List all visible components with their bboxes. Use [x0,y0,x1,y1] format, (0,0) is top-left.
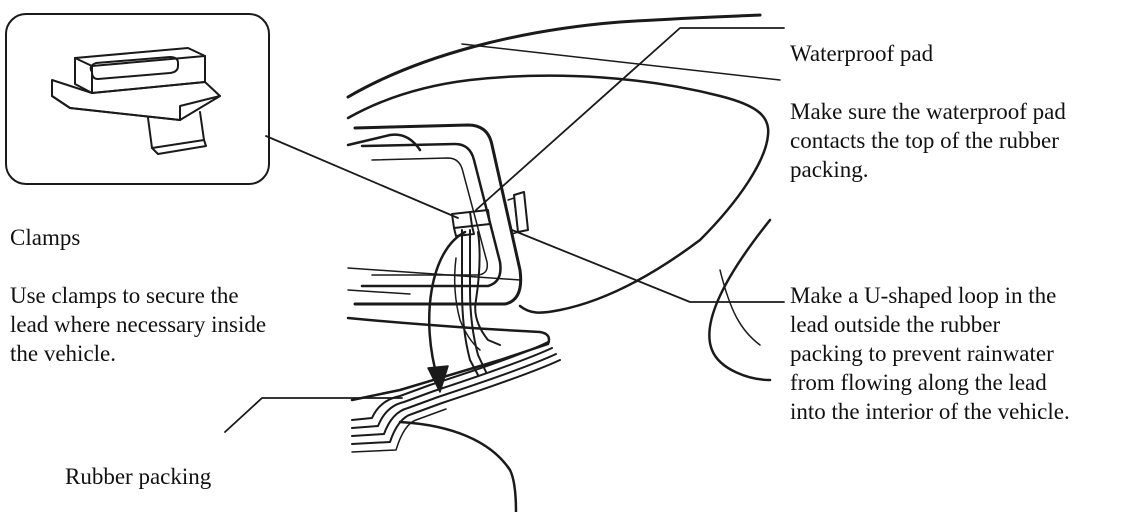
leader-lines [224,27,785,433]
rubber-packing-text: Rubber packing [65,464,212,489]
vehicle-body [346,13,781,512]
clamps-text: Use clamps to secure the lead where nece… [10,283,267,366]
lead-cable [453,229,501,376]
rubber-packing-strip [351,341,561,453]
waterproof-pad-title: Waterproof pad [790,41,934,66]
leader-clamps [265,135,459,219]
clamp-inset [5,13,270,185]
clamp-on-pillar [451,209,491,237]
leader-u-loop [511,229,785,303]
rubber-packing-callout: Rubber packing [65,433,325,520]
u-loop-callout: Make a U-shaped loop in the lead outside… [790,252,1135,455]
clamps-callout: Clamps Use clamps to secure the lead whe… [10,194,340,397]
u-loop-text: Make a U-shaped loop in the lead outside… [790,283,1070,424]
leader-waterproof-pad [475,27,785,211]
direction-arrow [427,230,467,393]
clamp-icon [51,47,221,155]
leader-rubber-packing [224,397,403,433]
waterproof-pad-text: Make sure the waterproof pad contacts th… [790,99,1066,182]
clamps-title: Clamps [10,225,81,250]
waterproof-pad-callout: Waterproof pad Make sure the waterproof … [790,10,1135,213]
